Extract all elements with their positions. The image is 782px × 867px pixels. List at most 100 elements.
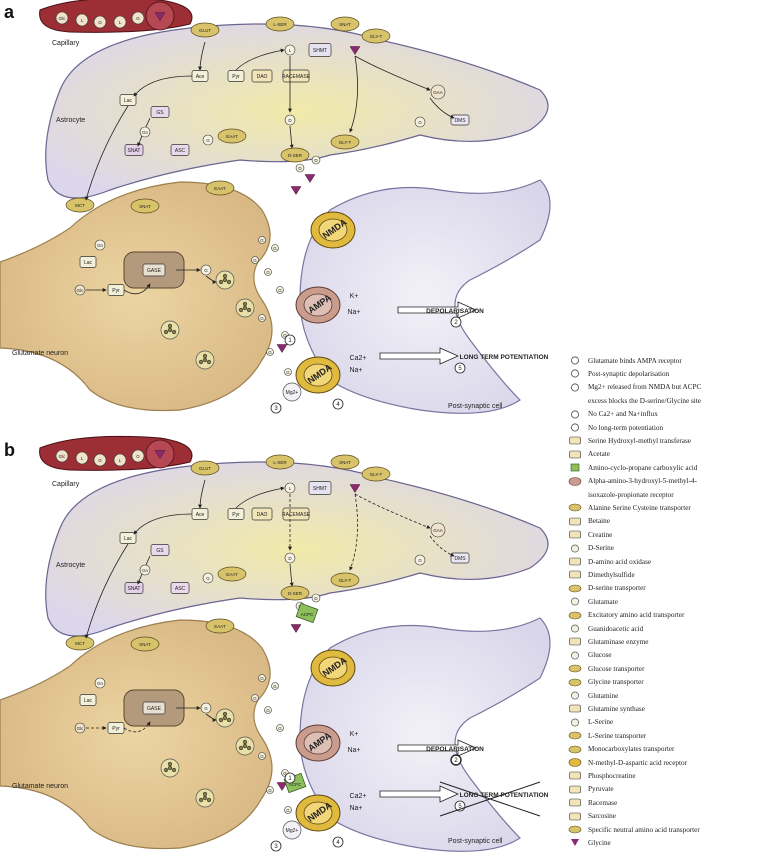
vesicle-3-dot-3 [202, 795, 208, 801]
legend-item: Acetate [568, 450, 610, 459]
pyr-to-mito [123, 721, 151, 733]
cleft-glutamate-0 [258, 236, 266, 244]
cleft-glutamate-2-label: G [253, 696, 257, 701]
acpc-molecule-1-label: ACPC [301, 612, 314, 617]
ace-to-lac [133, 75, 193, 97]
legend-item: Glutamate binds AMPA receptor [568, 356, 682, 365]
vesicle-4-dot-1 [238, 307, 244, 313]
vesicle-4-dot-2 [246, 307, 252, 313]
cleft-dserine-2 [311, 155, 321, 165]
astro-glycine [349, 484, 361, 493]
d-serine-transporter-icon [568, 584, 582, 593]
ion-na-2: Na+ [349, 805, 362, 812]
legend-item: Sarcosine [568, 812, 616, 821]
vesicle-3-dot-3 [202, 357, 208, 363]
glutamate-neuron-body [0, 619, 273, 850]
l-serine-inner-label: L [289, 486, 292, 491]
gaa-to-dms [429, 97, 455, 119]
step-2-icon [568, 369, 582, 378]
legend-item: Glutamine synthase [568, 704, 645, 713]
transporter-9 [205, 180, 235, 196]
ion-ca: Ca2+ [350, 793, 367, 800]
legend-item-label: Glycine transporter [588, 678, 644, 687]
glutamine-astro-label: Gn [142, 568, 149, 573]
step-5-icon [568, 423, 582, 432]
acetate-tag-label: Ace [196, 74, 205, 80]
dms-tag-label: DMS [454, 118, 466, 124]
glutamate-astro-label: G [206, 138, 210, 143]
vesicle-2-dot-0 [167, 761, 173, 767]
neuron-lactate-tag-label: Lac [84, 698, 93, 704]
transporter-0-label: GLUT [199, 466, 211, 471]
vesicle-3-dot-1 [198, 797, 204, 803]
dao-tag [251, 507, 273, 521]
glutaminase-tag-label: GASE [147, 268, 162, 274]
transporter-0-label: GLUT [199, 28, 211, 33]
cleft-glutamate-8 [284, 806, 292, 814]
cleft-glycine-2 [276, 344, 288, 353]
nmda-bottom-receptor-pore [303, 801, 333, 825]
cleft-glutamate-2 [251, 694, 259, 702]
ion-na: Na+ [347, 309, 360, 316]
vesicle-2-dot-3 [167, 765, 173, 771]
transporter-2 [330, 16, 360, 32]
depolarisation-label: DEPOLARISATION [426, 746, 484, 753]
glutamine-synthase-tag-label: GS [156, 548, 164, 554]
transporter-5-label: D-SER [288, 591, 303, 596]
glutamine-icon [568, 691, 582, 700]
transporter-4 [217, 566, 247, 582]
neuron-glutamine [94, 239, 106, 251]
neuron-glutamate [200, 264, 212, 276]
legend-item-label: Glycine [588, 838, 611, 847]
nmda-top-receptor-pore [318, 218, 348, 242]
panel-a-astrocyte-label: Astrocyte [56, 117, 86, 124]
dms-tag [450, 114, 470, 126]
neuron-glutamate [200, 702, 212, 714]
transporter-1-label: L-SER [273, 460, 287, 465]
dserine-release [289, 563, 294, 587]
glutamine-astro-label: Gn [142, 130, 149, 135]
cleft-glutamate-7 [266, 786, 274, 794]
lactate-tag [119, 94, 137, 106]
legend-item-label: No long-term potentiation [588, 423, 664, 432]
legend-item: No Ca2+ and Na+influx [568, 410, 658, 419]
vesicle-1-dot-1 [218, 279, 224, 285]
asc-transporter-icon [568, 503, 582, 512]
step-1-label: 1 [288, 776, 292, 782]
transporter-7-label: MCT [75, 641, 85, 646]
glycine-to-gaa [354, 493, 431, 529]
legend-item: Glutamate [568, 597, 618, 606]
gaa-to-dms [429, 535, 455, 557]
transporter-4-label: EAAT [226, 572, 238, 577]
nmda-bottom-receptor-pore [303, 363, 333, 387]
glc-to-ace [198, 479, 206, 509]
transporter-3 [361, 466, 391, 482]
vesicle-4-dot-3 [242, 743, 248, 749]
glycine-inner-label: G [418, 558, 422, 563]
panel-b-neuron-label: Glutamate neuron [12, 783, 69, 790]
cleft-glutamate-5-label: G [260, 754, 264, 759]
vesicle-2-dot-0 [167, 323, 173, 329]
transporter-5 [280, 147, 310, 163]
vesicle-4-dot-0 [242, 739, 248, 745]
nmda-receptor-icon [568, 758, 582, 767]
capillary-molecule-3 [113, 453, 127, 467]
pyruvate-tag [227, 70, 245, 82]
capillary-molecule-1-label: L [81, 18, 84, 23]
legend-item-label: Glutamate binds AMPA receptor [588, 356, 682, 365]
legend-item: Glycine transporter [568, 678, 644, 687]
cleft-glutamate-4 [276, 286, 284, 294]
legend-item-label: Glutamine synthase [588, 704, 645, 713]
neuron-glucose-label: Glc [77, 288, 85, 293]
cleft-glutamate-1 [271, 244, 279, 252]
step-3-label: 3 [274, 406, 278, 412]
cleft-glutamate-8 [284, 368, 292, 376]
capillary-glycine [154, 12, 166, 21]
transporter-8 [130, 636, 160, 652]
gaa-inner [430, 522, 446, 538]
dao-tag-label: DAO [257, 74, 268, 80]
legend-item-label: isoxazole-propionate receptor [588, 490, 674, 499]
cleft-dserine-1 [295, 163, 305, 173]
